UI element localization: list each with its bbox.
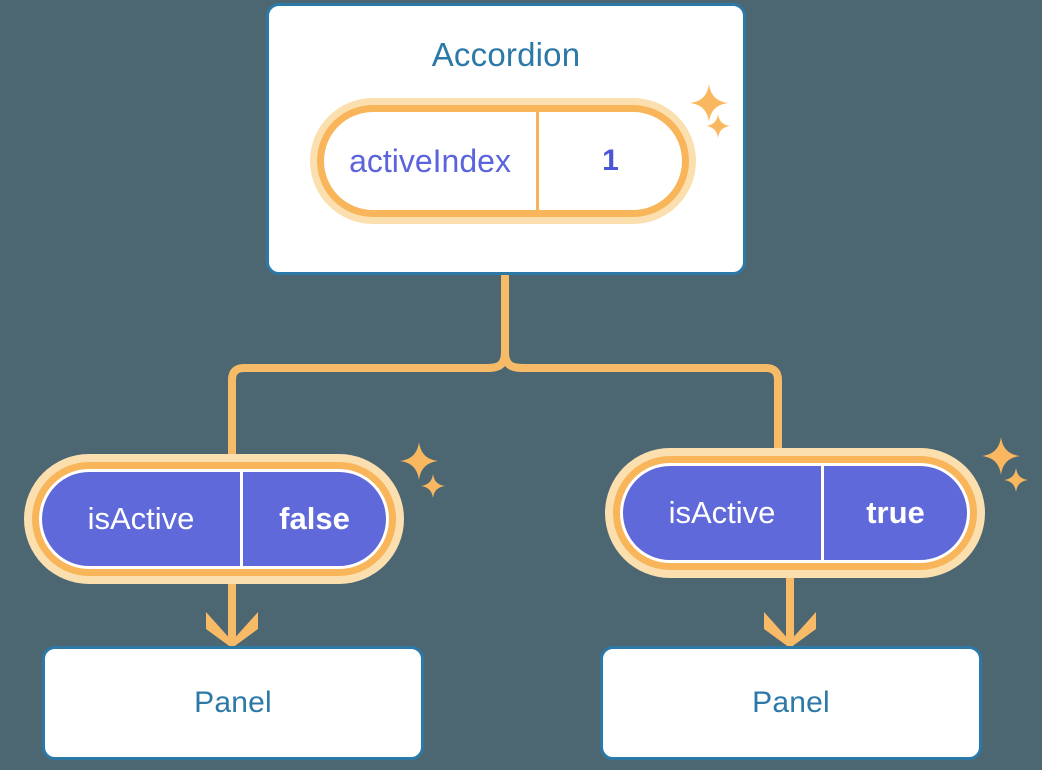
state-pill-active-index[interactable]: activeIndex 1 bbox=[310, 98, 696, 224]
accordion-title: Accordion bbox=[431, 36, 581, 73]
state-pill-ring: isActive true bbox=[613, 456, 977, 570]
sparkle-icon bbox=[400, 442, 438, 480]
arrow-left-down bbox=[206, 578, 258, 648]
state-key-active-index: activeIndex bbox=[349, 142, 511, 179]
panel-title-left: Panel bbox=[194, 686, 272, 719]
sparkle-icon bbox=[982, 437, 1020, 475]
connector-fork-left bbox=[228, 348, 509, 466]
state-pill-inner: isActive true bbox=[620, 463, 970, 563]
sparkle-icon bbox=[1004, 468, 1028, 492]
state-value-is-active-right: true bbox=[821, 466, 967, 560]
panel-title-right: Panel bbox=[752, 686, 830, 719]
state-key-is-active-right: isActive bbox=[668, 495, 776, 530]
panel-component-card-left[interactable]: Panel bbox=[42, 646, 424, 760]
state-pill-is-active-true[interactable]: isActive true bbox=[605, 448, 985, 578]
state-value-is-active-left: false bbox=[240, 472, 386, 566]
state-pill-ring: activeIndex 1 bbox=[317, 105, 689, 217]
state-value-active-index: 1 bbox=[536, 112, 682, 210]
state-pill-inner: activeIndex 1 bbox=[324, 112, 682, 210]
panel-component-card-right[interactable]: Panel bbox=[600, 646, 982, 760]
sparkle-icon bbox=[421, 474, 445, 498]
state-key-is-active-left: isActive bbox=[87, 501, 195, 536]
state-pill-ring: isActive false bbox=[32, 462, 396, 576]
state-pill-is-active-false[interactable]: isActive false bbox=[24, 454, 404, 584]
connector-fork-right bbox=[501, 348, 782, 460]
state-pill-inner: isActive false bbox=[39, 469, 389, 569]
arrow-right-down bbox=[764, 574, 816, 648]
